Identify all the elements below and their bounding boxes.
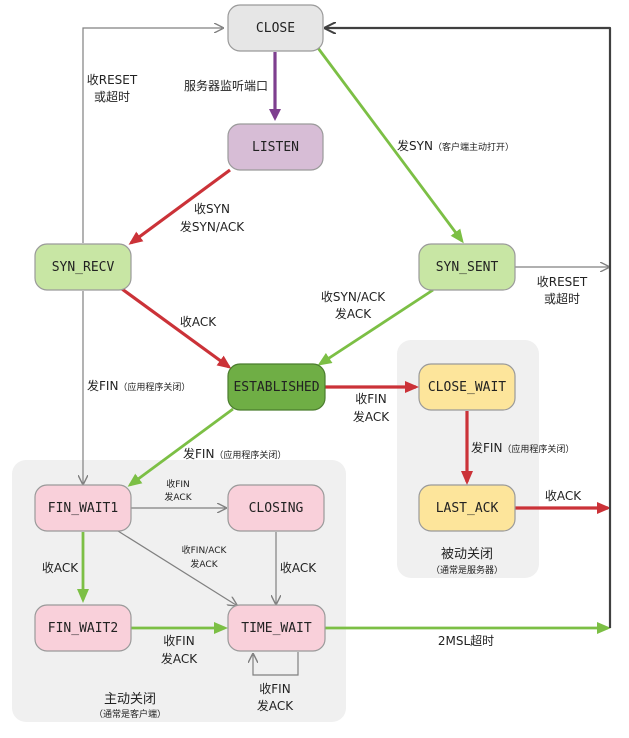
label-recv-syn-2: 发SYN/ACK	[180, 219, 245, 234]
label-send-syn: 发SYN（客户端主动打开）	[397, 138, 514, 153]
label-recv-ack-last: 收ACK	[545, 489, 582, 503]
state-close-label: CLOSE	[256, 21, 295, 36]
state-syn-sent: SYN_SENT	[418, 243, 516, 291]
state-listen: LISTEN	[227, 123, 324, 171]
edge-fin-wait1-to-time-wait	[117, 530, 236, 605]
state-fin-wait1: FIN_WAIT1	[34, 484, 132, 532]
edge-listen-to-syn-recv	[128, 168, 231, 245]
state-closing-label: CLOSING	[249, 501, 304, 516]
state-close-wait-label: CLOSE_WAIT	[428, 380, 506, 395]
label-tw-self-2: 发ACK	[257, 698, 294, 713]
active-close-subtitle: （通常是客户端）	[94, 708, 166, 720]
label-fin-est: 发FIN（应用程序关闭）	[183, 446, 286, 461]
state-established: ESTABLISHED	[227, 363, 326, 411]
label-server-listen: 服务器监听端口	[184, 78, 268, 93]
state-time-wait-label: TIME_WAIT	[241, 621, 312, 636]
edge-established-to-fin-wait1	[127, 407, 234, 487]
edge-close-to-syn-sent	[316, 47, 464, 244]
label-rst-right-2: 或超时	[544, 291, 580, 306]
label-recv-ack-fw1: 收ACK	[42, 561, 79, 575]
state-close: CLOSE	[227, 4, 324, 52]
label-tw-self-1: 收FIN	[259, 682, 290, 696]
state-last-ack: LAST_ACK	[418, 484, 516, 532]
passive-close-subtitle: （通常是服务器）	[431, 564, 503, 576]
edge-syn-recv-to-established	[121, 287, 232, 369]
label-fw2-tw-2: 发ACK	[161, 651, 198, 666]
label-diag-2: 发ACK	[190, 558, 218, 570]
label-diag-1: 收FIN/ACK	[182, 544, 228, 556]
state-syn-recv-label: SYN_RECV	[52, 260, 115, 275]
edge-syn-sent-to-established	[317, 288, 434, 366]
state-close-wait: CLOSE_WAIT	[418, 363, 516, 411]
label-rst-left-1: 收RESET	[87, 73, 138, 87]
state-fin-wait2-label: FIN_WAIT2	[48, 621, 118, 636]
state-time-wait: TIME_WAIT	[227, 604, 326, 652]
state-closing: CLOSING	[227, 484, 325, 532]
label-recv-ack-est: 收ACK	[180, 315, 217, 329]
label-rst-right-1: 收RESET	[537, 275, 588, 289]
state-fin-wait1-label: FIN_WAIT1	[48, 501, 118, 516]
label-rst-left-2: 或超时	[94, 89, 130, 104]
label-recv-synack-2: 发ACK	[335, 306, 372, 321]
label-fw2-tw-1: 收FIN	[163, 634, 194, 648]
label-fin-left: 发FIN（应用程序关闭）	[87, 378, 190, 393]
state-established-label: ESTABLISHED	[233, 380, 319, 395]
state-syn-sent-label: SYN_SENT	[436, 260, 499, 275]
label-recv-fin-est-2: 发ACK	[353, 409, 390, 424]
state-last-ack-label: LAST_ACK	[436, 501, 499, 516]
edge-syn-recv-to-close	[82, 28, 222, 243]
edge-return-to-close	[326, 28, 612, 628]
edge-time-wait-self	[253, 652, 299, 676]
passive-close-title: 被动关闭	[441, 547, 493, 562]
active-close-title: 主动关闭	[104, 692, 156, 707]
state-syn-recv: SYN_RECV	[34, 243, 132, 291]
label-fw1-closing-2: 发ACK	[164, 491, 192, 503]
label-fw1-closing-1: 收FIN	[166, 478, 190, 490]
state-fin-wait2: FIN_WAIT2	[34, 604, 132, 652]
label-recv-fin-est-1: 收FIN	[355, 392, 386, 406]
label-msl: 2MSL超时	[438, 633, 494, 648]
label-recv-synack-1: 收SYN/ACK	[321, 290, 386, 304]
label-recv-syn-1: 收SYN	[194, 202, 230, 216]
label-recv-ack-closing: 收ACK	[280, 561, 317, 575]
state-listen-label: LISTEN	[252, 140, 299, 155]
label-fin-cw: 发FIN（应用程序关闭）	[471, 440, 574, 455]
